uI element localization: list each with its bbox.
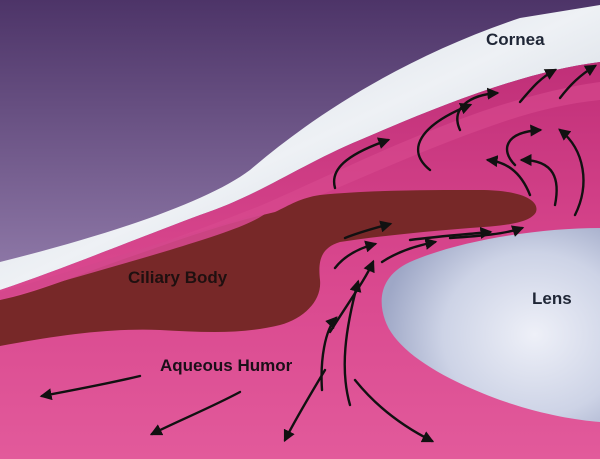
flow-arrow <box>448 225 525 240</box>
flow-arrow <box>332 137 391 190</box>
flow-arrow <box>283 368 327 443</box>
flow-arrow <box>408 226 493 242</box>
ciliary-body-label: Ciliary Body <box>128 268 228 287</box>
lens-shape <box>381 228 600 422</box>
aqueous-humor-label: Aqueous Humor <box>160 356 293 375</box>
flow-arrow <box>320 316 338 392</box>
lens-label: Lens <box>532 289 572 308</box>
flow-arrow <box>353 378 435 443</box>
flow-arrow <box>558 128 585 217</box>
flow-arrow <box>558 64 598 100</box>
ciliary-body-shape <box>0 190 537 346</box>
flow-arrow <box>343 279 362 407</box>
flow-arrow <box>519 154 558 207</box>
flow-arrow <box>39 374 142 401</box>
ciliary-process-light <box>0 210 270 300</box>
cornea-label: Cornea <box>486 30 545 49</box>
flow-arrow <box>456 87 500 132</box>
flow-arrow <box>328 259 375 334</box>
cornea-shape <box>0 5 600 290</box>
flow-arrow <box>485 155 532 197</box>
flow-arrow <box>380 237 438 264</box>
flow-arrow <box>505 124 543 167</box>
flow-arrow <box>518 68 558 104</box>
flow-arrow <box>417 102 473 172</box>
flow-arrows <box>39 64 598 443</box>
flow-arrow <box>343 220 393 240</box>
flow-arrow <box>333 240 378 270</box>
flow-arrow <box>149 390 242 436</box>
